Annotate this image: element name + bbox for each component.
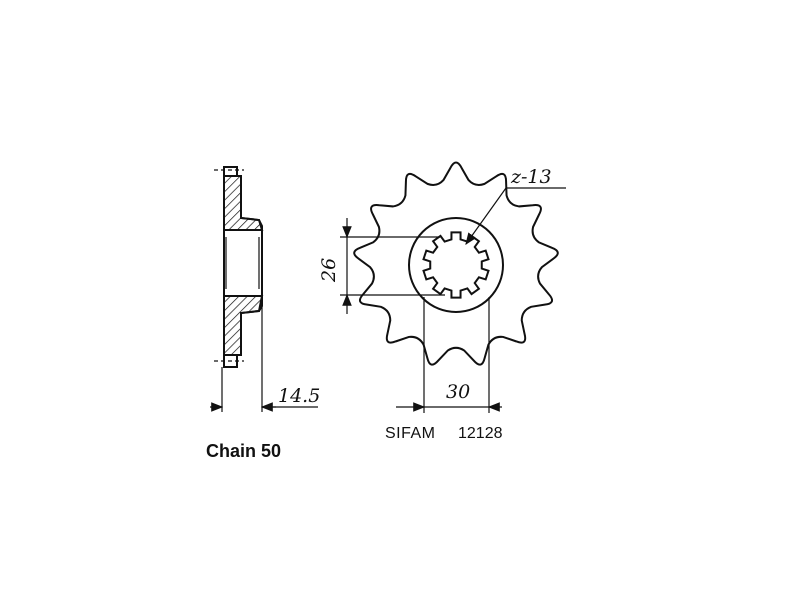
lower-flange-section: [223, 295, 264, 356]
spline-bore-profile: [422, 231, 490, 299]
hub-circle: [408, 217, 504, 313]
tooth-count-leader: [465, 187, 566, 245]
spline-diameter-value: 26: [318, 258, 340, 283]
spline-diameter-dimension: [340, 218, 445, 314]
part-number-label: 12128: [458, 425, 503, 442]
side-section-view: [210, 166, 318, 412]
front-view: [353, 161, 559, 366]
upper-flange-section: [223, 175, 264, 231]
tooth-count-value: z-13: [510, 166, 552, 188]
brand-label: SIFAM: [385, 425, 436, 442]
hub-diameter-dimension: [396, 297, 502, 413]
sprocket-tooth-profile: [353, 161, 559, 366]
hub-width-value: 14.5: [278, 385, 320, 407]
hub-diameter-value: 30: [446, 381, 470, 403]
chain-size-label: Chain 50: [206, 441, 282, 461]
